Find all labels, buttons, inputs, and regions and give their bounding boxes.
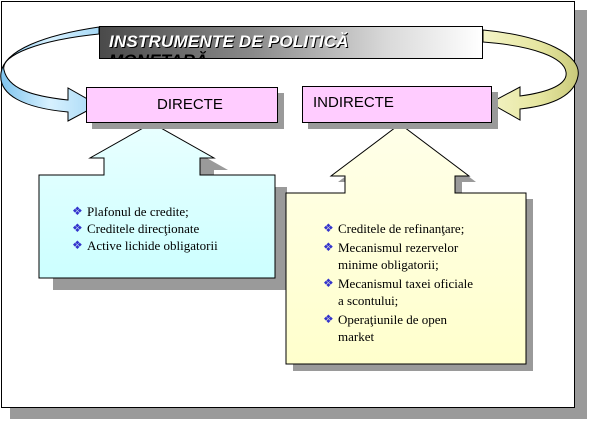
diamond-bullet-icon: ❖ bbox=[72, 204, 83, 218]
indirect-item-text: minime obligatorii; bbox=[338, 257, 439, 272]
list-item: ❖ Creditele de refinanţare; bbox=[323, 220, 523, 237]
title-banner: INSTRUMENTE DE POLITICĂ MONETARĂ bbox=[99, 26, 483, 59]
indirect-item-text: a scontului; bbox=[338, 293, 399, 308]
list-item: ❖ Operaţiunile de open market bbox=[323, 311, 523, 345]
indirect-instruments-list: ❖ Creditele de refinanţare; ❖ Mecanismul re… bbox=[323, 220, 523, 347]
list-item: ❖ Mecanismul rezervelor minime obligatorii… bbox=[323, 239, 523, 273]
indirect-label-box: INDIRECTE bbox=[302, 86, 492, 123]
list-item: ❖ Active lichide obligatorii bbox=[72, 237, 272, 254]
diamond-bullet-icon: ❖ bbox=[323, 276, 334, 290]
up-arrow-right-icon bbox=[285, 123, 527, 365]
indirect-label: INDIRECTE bbox=[313, 94, 394, 111]
indirect-item-text: Mecanismul taxei oficiale bbox=[338, 276, 474, 291]
list-item: ❖ Plafonul de credite; bbox=[72, 203, 272, 220]
title-line-2: MONETARĂ bbox=[109, 51, 208, 58]
diamond-bullet-icon: ❖ bbox=[72, 238, 83, 252]
title-line-1: INSTRUMENTE DE POLITICĂ bbox=[109, 32, 349, 51]
direct-item-text: Active lichide obligatorii bbox=[87, 238, 218, 253]
indirect-item-text: market bbox=[338, 329, 375, 344]
diamond-bullet-icon: ❖ bbox=[323, 221, 334, 235]
direct-item-text: Creditele direcţionate bbox=[87, 221, 200, 236]
list-item: ❖ Mecanismul taxei oficiale a scontului; bbox=[323, 275, 523, 309]
indirect-item-text: Mecanismul rezervelor bbox=[338, 240, 459, 255]
list-item: ❖ Creditele direcţionate bbox=[72, 220, 272, 237]
indirect-item-text: Creditele de refinanţare; bbox=[338, 221, 465, 236]
diamond-bullet-icon: ❖ bbox=[323, 240, 334, 254]
direct-label: DIRECTE bbox=[157, 96, 223, 113]
direct-item-text: Plafonul de credite; bbox=[87, 204, 189, 219]
diamond-bullet-icon: ❖ bbox=[72, 221, 83, 235]
curved-arrow-left-icon bbox=[0, 26, 100, 122]
diamond-bullet-icon: ❖ bbox=[323, 312, 334, 326]
curved-arrow-right-icon bbox=[482, 29, 579, 121]
direct-instruments-list: ❖ Plafonul de credite; ❖ Creditele direcţio… bbox=[72, 203, 272, 254]
direct-label-box: DIRECTE bbox=[86, 87, 278, 123]
indirect-item-text: Operaţiunile de open bbox=[338, 312, 448, 327]
up-arrow-left-icon bbox=[38, 122, 276, 279]
